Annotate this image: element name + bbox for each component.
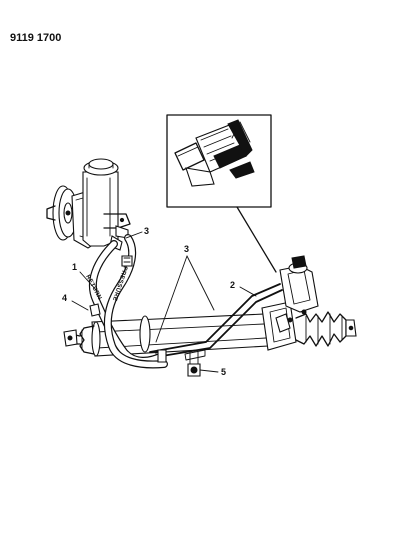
- hose-clamp: [187, 351, 201, 377]
- document-number: 9119 1700: [10, 32, 61, 44]
- callout-3-pump: 3: [144, 226, 149, 236]
- callout-2: 2: [230, 280, 235, 290]
- callout-4: 4: [62, 293, 67, 303]
- leader-lines: [71, 231, 257, 373]
- fitting-detail-inset: [166, 114, 272, 208]
- power-steering-pump: [46, 158, 131, 251]
- callout-3-lines: 3: [184, 244, 189, 254]
- callout-5: 5: [221, 367, 226, 377]
- hose-fittings: [89, 255, 167, 363]
- callout-6: 6: [231, 124, 236, 134]
- callout-1: 1: [72, 262, 77, 272]
- inset-leader-line: [236, 206, 277, 273]
